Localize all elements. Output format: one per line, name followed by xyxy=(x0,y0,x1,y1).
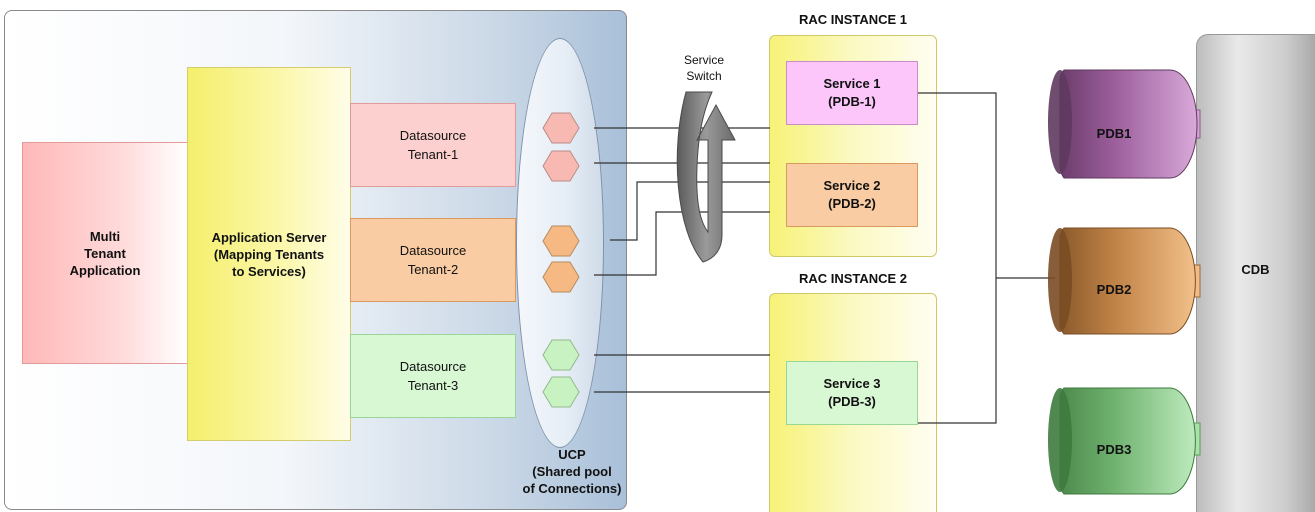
cdb-label: CDB xyxy=(1241,262,1270,277)
service-2-label-line-1: Service 2 xyxy=(823,178,881,193)
multi-tenant-app-label-line-3: Application xyxy=(69,262,141,278)
ucp-label-line-1: UCP xyxy=(558,447,586,462)
service-switch-label-line-2: Switch xyxy=(686,69,722,83)
pdb-1-cylinder xyxy=(1048,69,1201,179)
datasource-tenant-3-box: Datasource Tenant-3 xyxy=(350,334,516,418)
service-1-label-line-1: Service 1 xyxy=(823,76,881,91)
hexagon-tenant-1-b xyxy=(542,150,580,182)
hexagon-tenant-3-a xyxy=(542,339,580,371)
app-server-label-line-2: (Mapping Tenants xyxy=(213,246,325,262)
service-2-label-line-2: (PDB-2) xyxy=(828,196,876,211)
pdb-2-cylinder xyxy=(1048,227,1201,335)
ucp-label: UCP (Shared pool of Connections) xyxy=(516,446,628,497)
service-switch-label-line-1: Service xyxy=(683,53,724,67)
application-server-box: Application Server (Mapping Tenants to S… xyxy=(187,67,351,441)
service-3-label-line-2: (PDB-3) xyxy=(828,394,876,409)
datasource-1-label-line-1: Datasource xyxy=(399,128,467,143)
connection-hexagons xyxy=(542,112,580,408)
datasource-2-label-line-1: Datasource xyxy=(399,243,467,258)
service-switch-label: Service Switch xyxy=(664,52,744,84)
app-server-label-line-3: to Services) xyxy=(232,263,306,279)
hexagon-tenant-1-a xyxy=(542,112,580,144)
connection-lines xyxy=(594,92,1055,424)
service-3-box: Service 3 (PDB-3) xyxy=(786,361,918,425)
app-server-label-line-1: Application Server xyxy=(211,229,327,245)
cdb-container-panel xyxy=(1196,34,1315,512)
multi-tenant-app-label-line-1: Multi xyxy=(89,228,121,244)
service-2-box: Service 2 (PDB-2) xyxy=(786,163,918,227)
service-1-to-cdb-line xyxy=(918,92,997,424)
hexagon-tenant-3-b xyxy=(542,376,580,408)
rac-instance-1-title: RAC INSTANCE 1 xyxy=(798,12,908,27)
ucp-label-line-3: of Connections) xyxy=(522,481,622,496)
datasource-3-label-line-1: Datasource xyxy=(399,359,467,374)
hexagon-tenant-2-b xyxy=(542,261,580,293)
service-switch-arrow-icon xyxy=(676,91,736,263)
datasource-1-label-line-2: Tenant-1 xyxy=(407,147,459,162)
datasource-tenant-2-box: Datasource Tenant-2 xyxy=(350,218,516,302)
rac-instance-2-title: RAC INSTANCE 2 xyxy=(798,271,908,286)
datasource-3-label-line-2: Tenant-3 xyxy=(407,378,459,393)
multi-tenant-application-box: Multi Tenant Application xyxy=(22,142,187,364)
multi-tenant-app-label-line-2: Tenant xyxy=(84,245,126,261)
datasource-tenant-1-box: Datasource Tenant-1 xyxy=(350,103,516,187)
hexagon-tenant-2-a xyxy=(542,225,580,257)
ucp-label-line-2: (Shared pool xyxy=(532,464,612,479)
connection-line-4 xyxy=(594,211,770,276)
connection-line-3 xyxy=(610,181,770,241)
service-3-label-line-1: Service 3 xyxy=(823,376,881,391)
service-1-label-line-2: (PDB-1) xyxy=(828,94,876,109)
pdb-1-label: PDB1 xyxy=(1096,126,1132,141)
service-1-box: Service 1 (PDB-1) xyxy=(786,61,918,125)
pdb-3-label: PDB3 xyxy=(1096,442,1132,457)
pdb-3-cylinder xyxy=(1048,387,1201,495)
datasource-2-label-line-2: Tenant-2 xyxy=(407,262,459,277)
pdb-2-label: PDB2 xyxy=(1096,282,1132,297)
